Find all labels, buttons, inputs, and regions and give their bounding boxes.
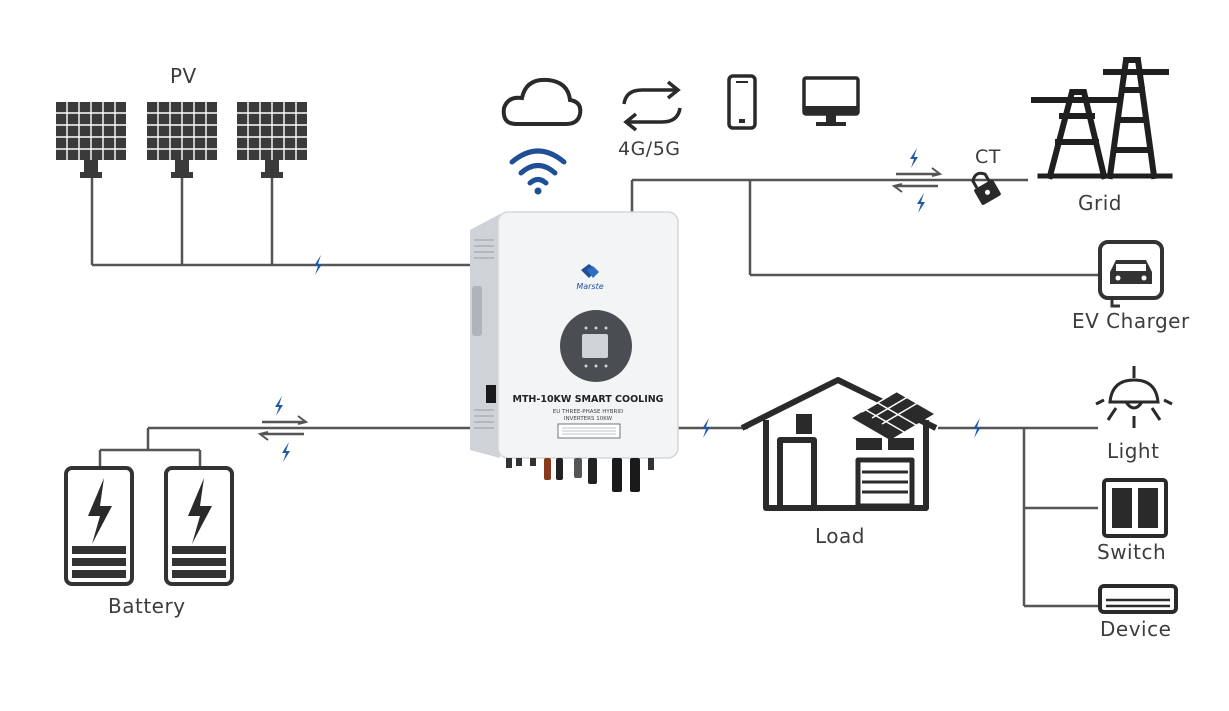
battery-icon — [164, 466, 234, 586]
pylon-icon — [1031, 57, 1173, 180]
ceiling-light-icon — [1095, 366, 1173, 428]
ct-label: CT — [975, 146, 1001, 168]
pv-array — [55, 101, 308, 179]
lightning-icon — [314, 255, 322, 275]
solar-panel-icon — [236, 101, 308, 179]
sync-arrows-icon — [622, 80, 682, 132]
load-label: Load — [815, 524, 865, 548]
inverter-subtitle-1: EU THREE-PHASE HYBRID — [553, 409, 623, 415]
monitor-icon — [802, 76, 860, 126]
pv-label: PV — [170, 64, 197, 88]
inverter: Marste MTH-10KW SMART COOLING EU THREE-P… — [470, 211, 679, 492]
brand-name: Marste — [576, 282, 603, 291]
inverter-subtitle-2: INVERTERS 10KW — [564, 416, 613, 422]
battery-label: Battery — [108, 594, 186, 618]
bidirectional-arrows-battery — [257, 396, 309, 462]
device-label: Device — [1100, 617, 1172, 641]
switch-label: Switch — [1097, 540, 1167, 564]
wires — [90, 178, 1098, 608]
lightning-icon — [973, 418, 981, 438]
battery-icon — [64, 466, 134, 586]
bidirectional-arrows-grid — [891, 148, 943, 213]
grid-label: Grid — [1078, 191, 1122, 215]
network-label: 4G/5G — [618, 138, 681, 160]
house-icon — [740, 377, 938, 511]
air-conditioner-icon — [1098, 584, 1178, 614]
phone-icon — [727, 74, 757, 130]
padlock-icon — [971, 171, 1001, 205]
wall-switch-icon — [1102, 478, 1168, 538]
solar-panel-icon — [55, 101, 127, 179]
inverter-model: MTH-10KW SMART COOLING — [513, 394, 664, 405]
solar-panel-icon — [146, 101, 218, 179]
ev-charger-label: EV Charger — [1072, 309, 1190, 333]
connectors — [506, 458, 654, 492]
lightning-icon — [702, 418, 710, 438]
brand-logo: Marste — [576, 264, 604, 291]
wifi-icon — [509, 148, 567, 195]
ev-charger-icon — [1098, 240, 1164, 308]
cloud-icon — [501, 77, 583, 126]
light-label: Light — [1107, 439, 1160, 463]
battery-bank — [64, 466, 234, 586]
